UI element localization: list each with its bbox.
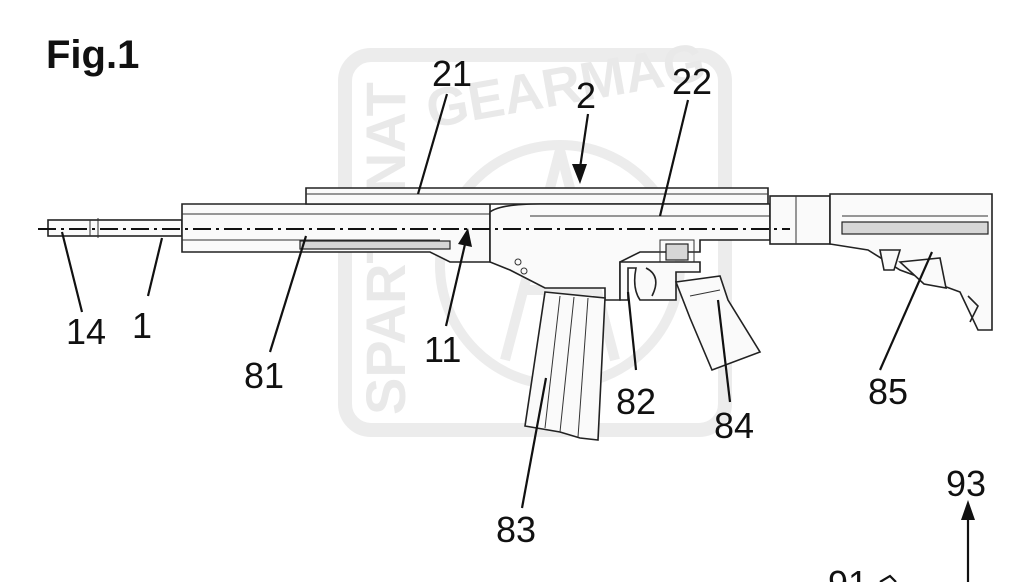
magazine-rib-1 [544, 295, 561, 429]
label-21: 21 [432, 53, 472, 94]
leader-84 [716, 299, 732, 403]
label-11: 11 [424, 329, 461, 370]
stock-lever [879, 249, 902, 271]
leader-83 [520, 377, 548, 509]
label-91: 91 [828, 563, 868, 582]
arrowhead-93 [961, 500, 975, 520]
leader-lines [60, 93, 975, 582]
reference-labels: 21 2 22 14 1 81 11 82 84 85 83 93 91 [66, 53, 986, 582]
pistol-grip [674, 275, 762, 372]
trigger-guard [619, 261, 701, 301]
magazine-rib-2 [559, 296, 575, 433]
label-84: 84 [714, 405, 754, 446]
receiver-pin-2 [520, 267, 528, 275]
buttplate-hook [967, 295, 979, 323]
leader-21 [416, 93, 449, 195]
magazine [524, 291, 606, 441]
arrowhead-2 [572, 164, 587, 184]
figure-title: Fig.1 [46, 33, 139, 77]
rifle-outline [38, 187, 993, 441]
handguard-slot [299, 240, 451, 250]
label-22: 22 [672, 61, 712, 102]
grip-line [689, 289, 721, 297]
leader-22 [658, 99, 690, 217]
label-14: 14 [66, 311, 106, 352]
handguard [181, 203, 491, 263]
leader-2-arrow [578, 113, 590, 169]
arrowhead-11 [458, 228, 472, 247]
leader-1 [146, 237, 164, 297]
label-93: 93 [946, 463, 986, 504]
label-1: 1 [132, 305, 152, 346]
buffer-tube [769, 195, 831, 245]
leader-11-arrow [444, 239, 468, 327]
trigger [645, 267, 657, 297]
magazine-rib-3 [577, 297, 589, 438]
selector-switch [665, 243, 689, 261]
leader-85 [878, 251, 934, 371]
leader-81 [268, 235, 308, 353]
stock-rail [841, 221, 989, 235]
label-2: 2 [576, 75, 596, 116]
leader-91 [879, 574, 897, 582]
upper-receiver [305, 187, 769, 205]
leader-14 [60, 231, 84, 313]
leader-82 [626, 291, 638, 371]
label-83: 83 [496, 509, 536, 550]
receiver-pin-1 [514, 258, 522, 266]
label-85: 85 [868, 371, 908, 412]
label-81: 81 [244, 355, 284, 396]
label-82: 82 [616, 381, 656, 422]
